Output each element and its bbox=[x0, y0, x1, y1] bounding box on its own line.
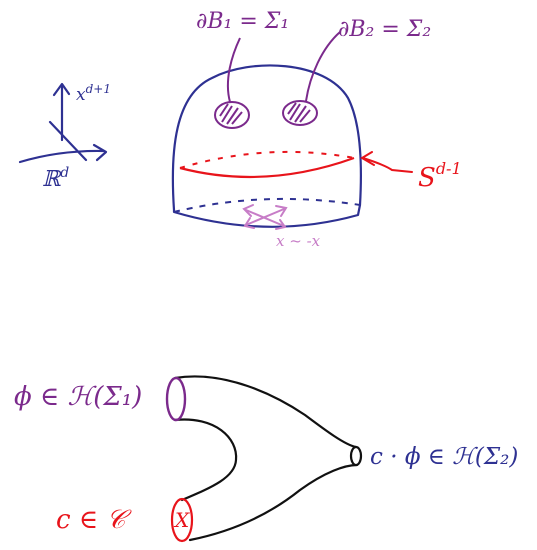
boundary-disk-2 bbox=[282, 100, 318, 126]
antipodal-arrows bbox=[242, 204, 288, 230]
identification-label: x ~ -x bbox=[276, 232, 321, 250]
hemisphere-base-back bbox=[173, 197, 361, 213]
hemisphere-outline bbox=[171, 64, 363, 228]
input-bottom-label: c ∈ 𝒞 bbox=[56, 505, 132, 535]
equator-front bbox=[179, 156, 355, 179]
cobordism-surface bbox=[173, 375, 359, 542]
output-label: c · ϕ ∈ ℋ(Σ₂) bbox=[370, 444, 518, 470]
boundary-1-label: ∂B₁ = Σ₁ bbox=[196, 9, 289, 34]
boundary-2-pointer bbox=[305, 31, 341, 102]
boundary-2-label: ∂B₂ = Σ₂ bbox=[338, 17, 431, 42]
boundary-disk-1 bbox=[214, 101, 250, 129]
axis-vertical-sup: d+1 bbox=[86, 82, 111, 96]
input-circle-bottom bbox=[170, 497, 194, 543]
boundary-1-pointer bbox=[226, 37, 241, 103]
coordinate-axes bbox=[18, 82, 108, 164]
sphere-sup: d-1 bbox=[436, 159, 462, 178]
bottom-mark: X bbox=[173, 508, 190, 532]
axis-horizontal-label: ℝd bbox=[42, 165, 69, 192]
input-circle-top bbox=[165, 376, 187, 422]
axis-horizontal-sup: d bbox=[60, 165, 69, 181]
sphere-label: Sd-1 bbox=[418, 159, 462, 193]
output-circle bbox=[349, 445, 363, 467]
axis-vertical-label: xd+1 bbox=[76, 82, 111, 105]
input-top-label: ϕ ∈ ℋ(Σ₁) bbox=[14, 382, 142, 412]
sphere-pointer-arrow bbox=[360, 151, 413, 173]
